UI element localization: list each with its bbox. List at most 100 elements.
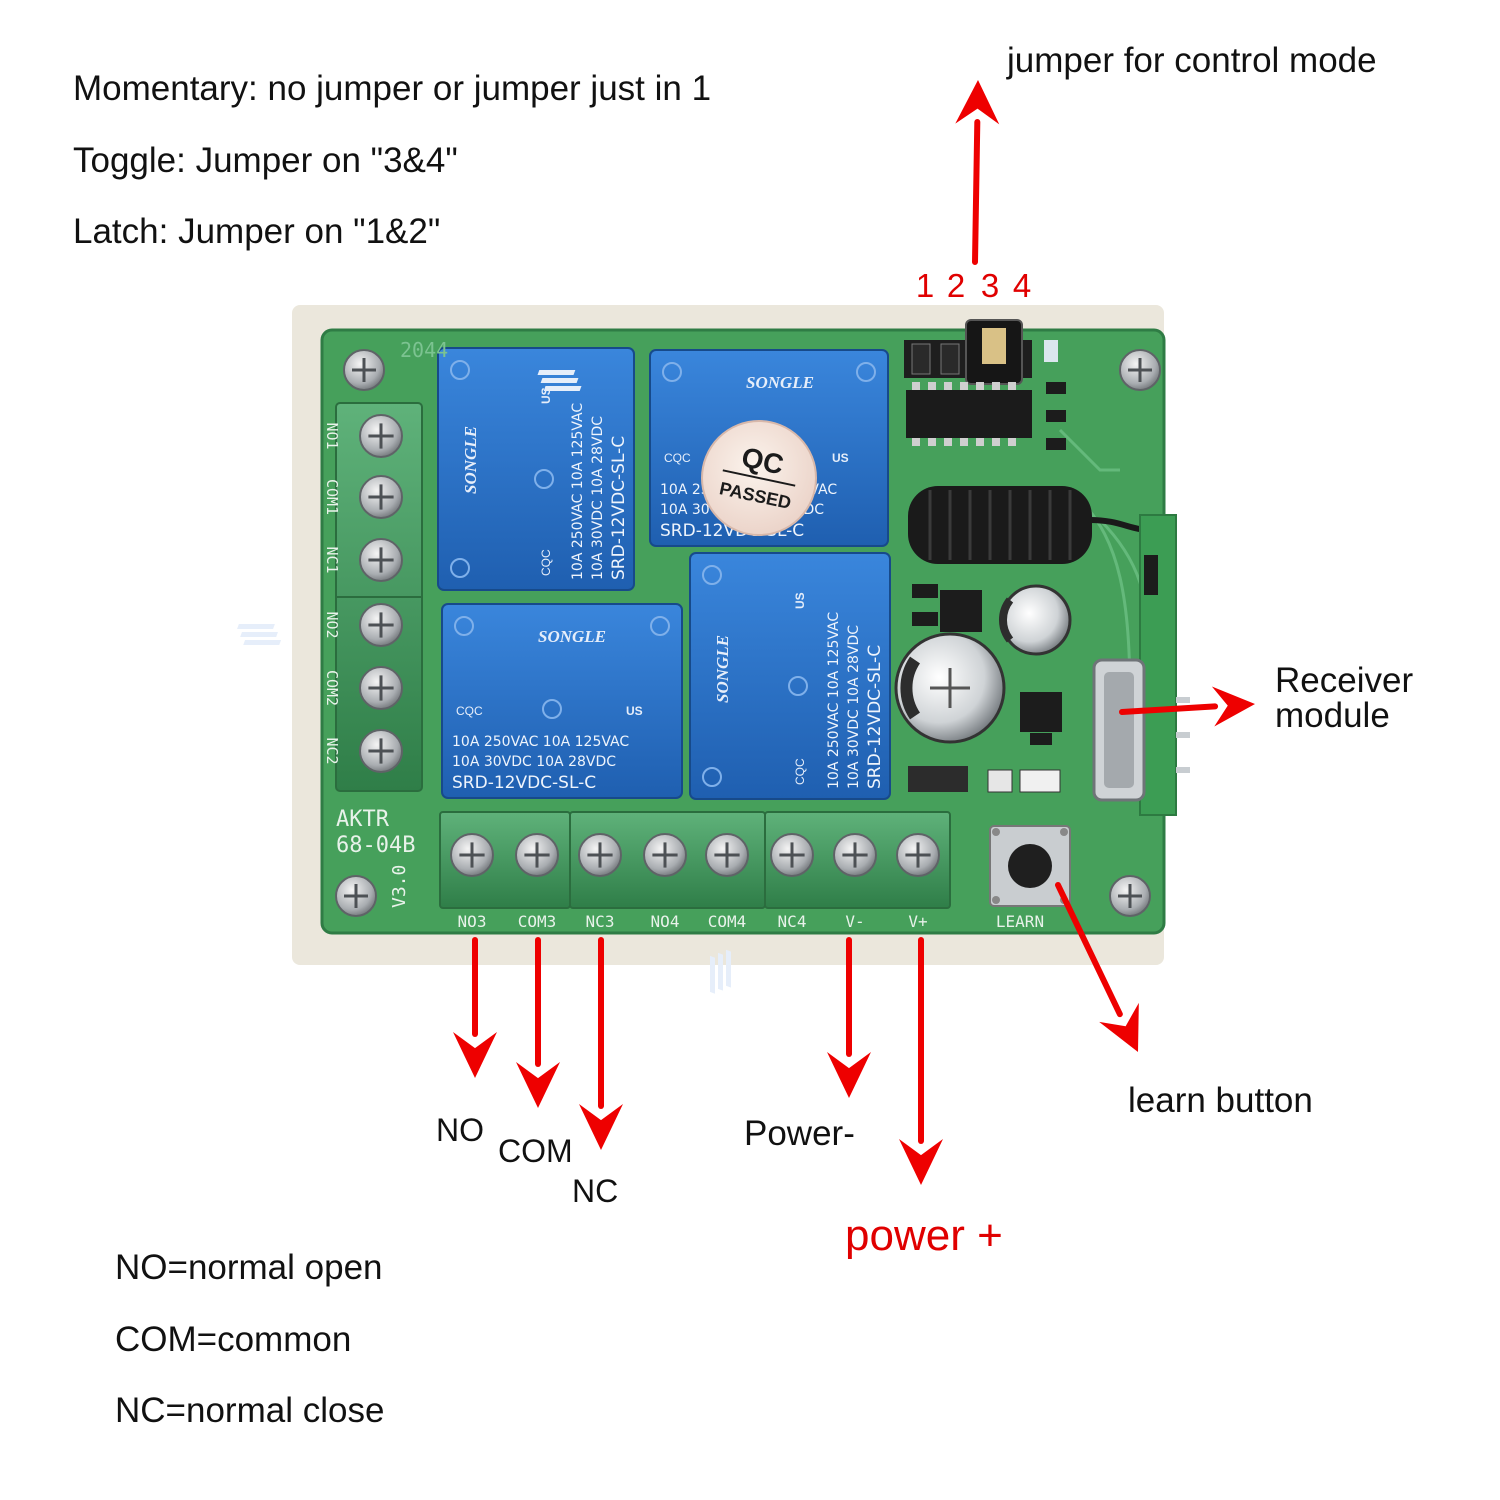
relay-rating: 10A 250VAC 10A 125VAC: [826, 612, 842, 789]
note-momentary: Momentary: no jumper or jumper just in 1: [73, 69, 711, 108]
arrow-jumper: [955, 80, 1000, 265]
silk-model-1: AKTR: [336, 807, 390, 832]
arrow-receiver: [1119, 686, 1255, 727]
terminal-label-bottom: NC4: [778, 912, 807, 931]
callout-arrows: [453, 80, 1255, 1185]
terminal-label-bottom: NC3: [586, 912, 615, 931]
jumper-pin-number: 2: [947, 267, 965, 304]
mounting-screw: [1109, 875, 1151, 917]
terminal-screws-bottom: [450, 833, 940, 877]
relay-ul: US: [793, 592, 807, 609]
learn-button[interactable]: [989, 825, 1071, 907]
terminal-label-bottom: NO4: [651, 912, 680, 931]
note-toggle: Toggle: Jumper on "3&4": [73, 141, 458, 180]
relay-brand: SONGLE: [461, 426, 480, 494]
terminal-label-left: NO2: [323, 611, 341, 638]
arrow-learn: [1055, 882, 1139, 1052]
mounting-screw: [335, 875, 377, 917]
relay-rating: 10A 250VAC 10A 125VAC: [452, 734, 629, 750]
silk-model-2: 68-04B: [336, 833, 415, 858]
silk-learn: LEARN: [996, 912, 1044, 931]
relay-ul: US: [626, 704, 643, 718]
jumper-header: [904, 319, 1032, 385]
terminal-label-bottom: COM4: [708, 912, 747, 931]
legend-no: NO=normal open: [115, 1248, 383, 1287]
relay-brand: SONGLE: [713, 635, 732, 703]
learn-callout: learn button: [1128, 1081, 1313, 1120]
relay-brand: SONGLE: [538, 627, 606, 646]
terminal-label-bottom: NO3: [458, 912, 487, 931]
terminal-screw-left: [359, 729, 403, 773]
terminal-screw-bottom: [833, 833, 877, 877]
terminal-screw-bottom: [643, 833, 687, 877]
relay-rating: 10A 250VAC 10A 125VAC: [570, 403, 586, 580]
relay-cqc: CQC: [456, 704, 483, 718]
relay: SONGLE CQC US 10A 250VAC 10A 125VAC 10A 30VD…: [237, 603, 683, 799]
terminal-screw-bottom: [705, 833, 749, 877]
terminal-screw-left: [359, 475, 403, 519]
decoder-ic: [906, 382, 1032, 446]
terminal-screws-left: [359, 414, 403, 773]
terminal-label-left: NO1: [323, 422, 341, 449]
silk-version: V3.0: [389, 865, 410, 908]
terminal-label-left: COM2: [323, 670, 341, 706]
relay-cqc: CQC: [793, 758, 807, 785]
terminal-screw-bottom: [515, 833, 559, 877]
terminal-screw-bottom: [770, 833, 814, 877]
jumper-pin-number: 3: [981, 267, 999, 304]
relay-model: SRD-12VDC-SL-C: [865, 645, 885, 789]
smd-components: [908, 340, 1066, 793]
silk-top: 2044: [400, 338, 448, 362]
relay-cqc: CQC: [664, 451, 691, 465]
relay-model: SRD-12VDC-SL-C: [609, 436, 629, 580]
terminal-label-bottom: V+: [908, 912, 927, 931]
terminal-screw-left: [359, 538, 403, 582]
relay-rating: 10A 30VDC 10A 28VDC: [590, 416, 606, 580]
mounting-screws: [335, 349, 1161, 917]
relay-rating: 10A 30VDC 10A 28VDC: [452, 754, 616, 770]
relay-ul: US: [832, 451, 849, 465]
relay-model: SRD-12VDC-SL-C: [452, 773, 596, 793]
callout-no: NO: [436, 1112, 484, 1148]
jumper-title: jumper for control mode: [1006, 41, 1377, 80]
capacitor-small: [998, 584, 1072, 656]
terminal-screw-bottom: [450, 833, 494, 877]
relay-ul: US: [539, 387, 553, 404]
arrow-com: [516, 937, 560, 1108]
terminal-screw-left: [359, 666, 403, 710]
note-latch: Latch: Jumper on "1&2": [73, 212, 440, 251]
arrow-no: [453, 937, 497, 1078]
terminal-label-left: NC1: [323, 546, 341, 573]
legend-nc: NC=normal close: [115, 1391, 384, 1430]
jumper-pin-number: 1: [916, 267, 934, 304]
mounting-screw: [343, 349, 385, 391]
callout-nc: NC: [572, 1173, 618, 1209]
terminal-screw-bottom: [578, 833, 622, 877]
receiver-module: [1092, 514, 1190, 816]
capacitor-large: [894, 632, 1006, 744]
qc-passed-sticker: QC PASSED: [701, 420, 817, 536]
terminal-screw-left: [359, 603, 403, 647]
terminal-screw-left: [359, 414, 403, 458]
jumper-pin-number: 4: [1013, 267, 1031, 304]
relay-cqc: CQC: [539, 549, 553, 576]
arrow-power-minus: [827, 937, 871, 1098]
terminal-label-left: NC2: [323, 737, 341, 764]
arrow-nc: [579, 937, 623, 1150]
mounting-screw: [1119, 349, 1161, 391]
arrow-power-plus: [899, 937, 943, 1185]
relay-brand: SONGLE: [746, 373, 814, 392]
receiver-label-2: module: [1275, 696, 1390, 735]
terminal-label-bottom: COM3: [518, 912, 557, 931]
receiver-label-1: Receiver: [1275, 661, 1413, 700]
terminal-screw-bottom: [896, 833, 940, 877]
terminal-label-left: COM1: [323, 479, 341, 515]
callout-com: COM: [498, 1133, 573, 1169]
